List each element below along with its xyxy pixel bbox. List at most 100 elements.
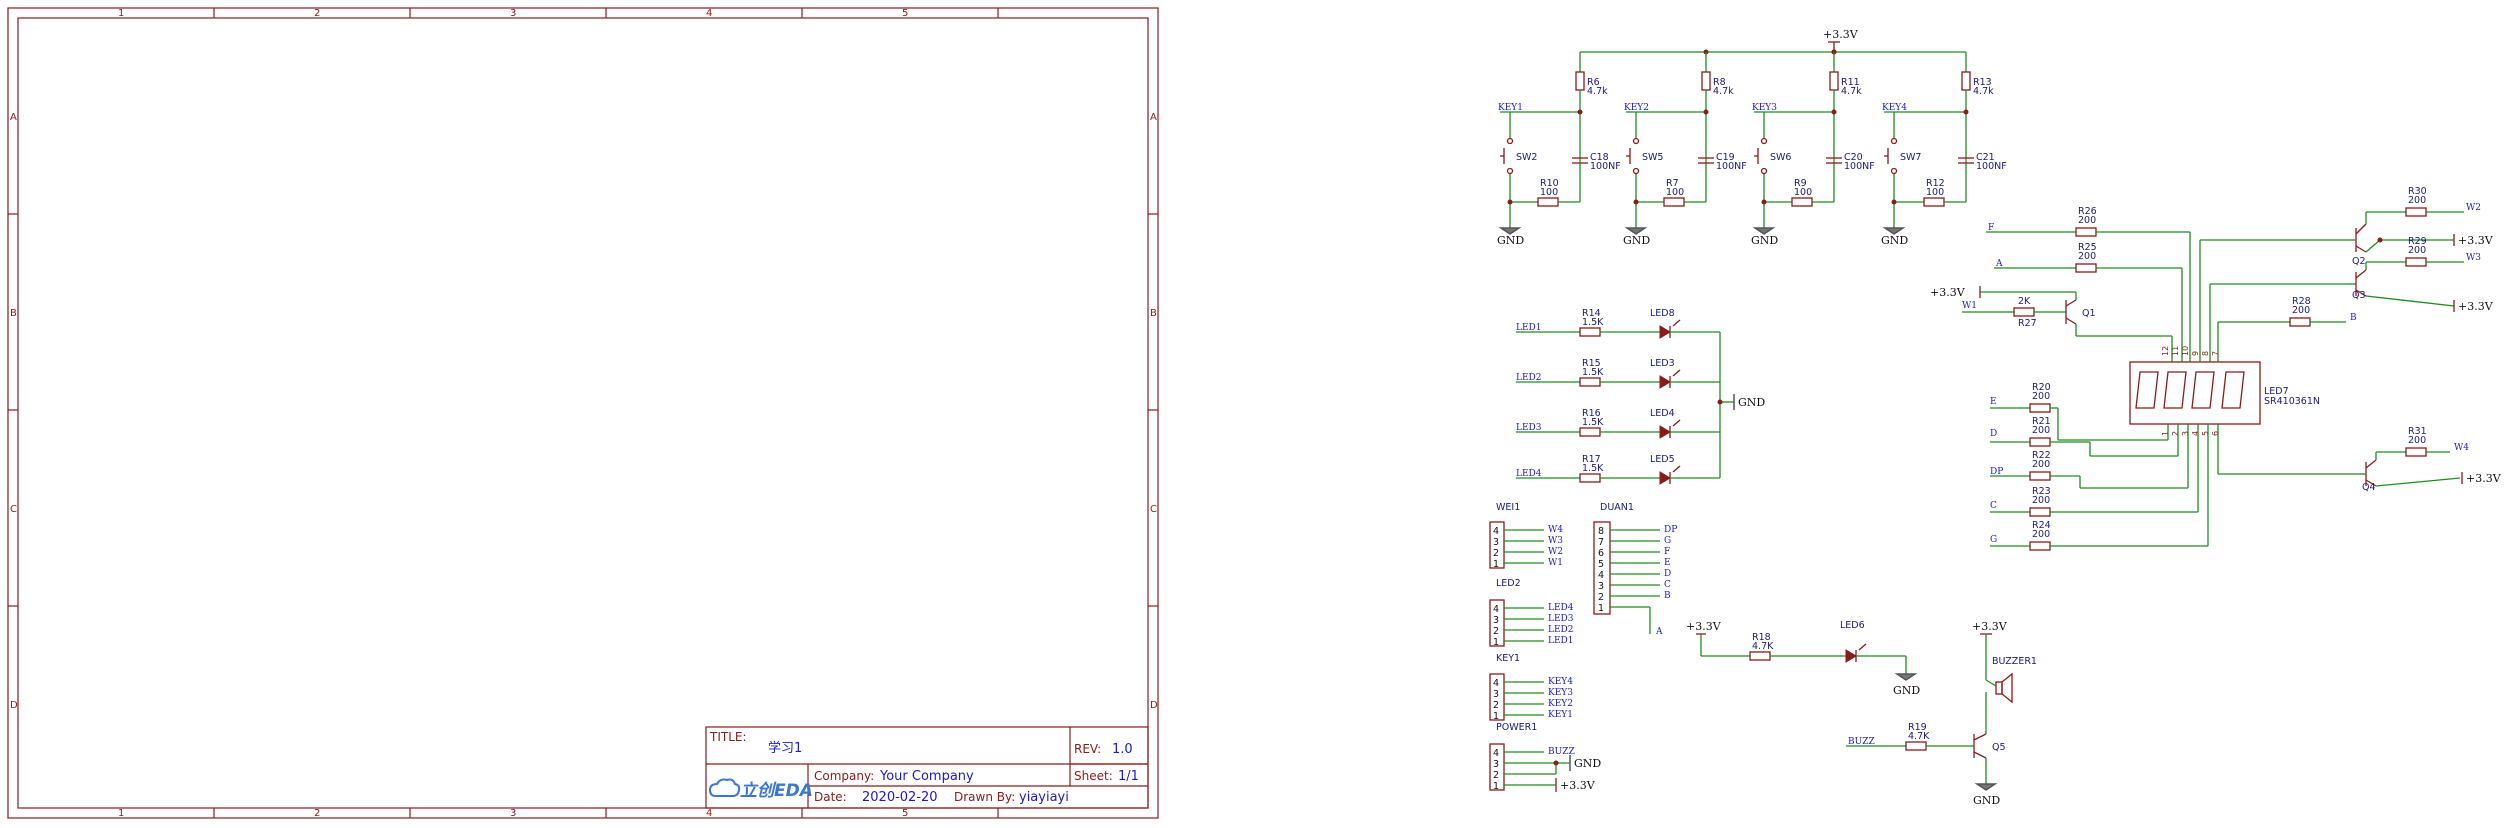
r17-value: 1.5K (1582, 463, 1604, 474)
connector-power1: POWER1 4 3 2 1 BUZZ GND +3.3V (1489, 722, 1601, 792)
eda-logo-text: 立创EDA (740, 781, 813, 801)
r20-value: 200 (2032, 391, 2050, 402)
key1-net-key4: KEY4 (1548, 677, 1573, 687)
led4-ref: LED4 (1650, 408, 1675, 419)
wei1-pin-4: 4 (1493, 526, 1499, 537)
led7-ref: LED7 (2264, 386, 2289, 397)
connector-duan1: DUAN1 8 7 6 5 4 3 2 1 DP G F E D C B A (1593, 502, 1677, 637)
power1-ref: POWER1 (1496, 722, 1537, 733)
sw7-ref: SW7 (1900, 152, 1921, 163)
power1-pin-2: 2 (1493, 770, 1499, 781)
r10-ref: R10 (1540, 178, 1559, 189)
duan1-pin-2: 2 (1598, 592, 1604, 603)
r30-value: 200 (2408, 195, 2426, 206)
sheet-value: 1/1 (1118, 769, 1139, 784)
r13-ref: R13 (1973, 77, 1992, 88)
key2-gnd-label: GND (1623, 234, 1650, 247)
title-label: TITLE: (709, 730, 747, 744)
q4-net-w4: W4 (2454, 443, 2469, 453)
wei1-pin-1: 1 (1493, 559, 1499, 570)
led2-pin-3: 3 (1493, 615, 1499, 626)
key-cell-3: R11 4.7k KEY3 SW6 C20 100NF R9 100 GND (1751, 52, 1875, 247)
key3-net-label: KEY3 (1752, 103, 1777, 113)
r29-value: 200 (2408, 245, 2426, 256)
r7-value: 100 (1666, 187, 1684, 198)
q2-vcc-label: +3.3V (2458, 234, 2494, 247)
seg-net-d: D (1990, 429, 1997, 439)
led5-ref: LED5 (1650, 454, 1675, 465)
seg-net-g: G (1990, 535, 1997, 545)
digit-driver-q3: Q3 R29 200 W3 +3.3V (2209, 236, 2494, 362)
r23-ref: R23 (2032, 486, 2051, 497)
r6-ref: R6 (1587, 77, 1600, 88)
digit-driver-q4: Q4 R31 200 W4 +3.3V (2217, 424, 2502, 493)
r25-ref: R25 (2078, 242, 2097, 253)
row-label-right-b: B (1150, 308, 1157, 319)
key1-net-key3: KEY3 (1548, 688, 1573, 698)
key-cell-1: R6 4.7k KEY1 SW2 C18 100NF R10 100 GND (1497, 52, 1621, 247)
drawn-by-label: Drawn By: (954, 790, 1015, 804)
r14-ref: R14 (1582, 308, 1601, 319)
r26-ref: R26 (2078, 206, 2097, 217)
sw6-ref: SW6 (1770, 152, 1791, 163)
wei1-net-w4: W4 (1548, 525, 1563, 535)
r28-net-b: B (2350, 313, 2357, 323)
r14-value: 1.5K (1582, 317, 1604, 328)
sw5-ref: SW5 (1642, 152, 1663, 163)
seg-bot-pin-1: 1 (2161, 431, 2170, 436)
wei1-pin-3: 3 (1493, 537, 1499, 548)
r6-value: 4.7k (1587, 86, 1608, 97)
r9-value: 100 (1794, 187, 1812, 198)
r13-value: 4.7k (1973, 86, 1994, 97)
key4-gnd-label: GND (1881, 234, 1908, 247)
buzzer-vcc-label: +3.3V (1972, 620, 2008, 633)
duan1-net-e: E (1664, 558, 1671, 568)
led2-pin-2: 2 (1493, 626, 1499, 637)
seg-resistors-top: F R26 200 A R25 200 (1986, 206, 2191, 362)
c21-value: 100NF (1976, 161, 2007, 172)
r18-value: 4.7K (1752, 641, 1774, 652)
q4-vcc-label: +3.3V (2466, 472, 2502, 485)
r15-ref: R15 (1582, 358, 1601, 369)
r10-value: 100 (1540, 187, 1558, 198)
led2-pin-1: 1 (1493, 637, 1499, 648)
title-block: TITLE: 学习1 REV: 1.0 Company: Your Compan… (705, 726, 1149, 809)
seg-net-dp: DP (1990, 467, 2003, 477)
seg-top-pin-8: 8 (2201, 351, 2210, 356)
r28-ref: R28 (2292, 296, 2311, 307)
led2-net-led1: LED1 (1548, 636, 1574, 646)
seg-bot-pin-4: 4 (2191, 431, 2200, 436)
power1-net-buzz: BUZZ (1548, 747, 1575, 757)
digit-driver-q1: +3.3V W1 2K R27 Q1 (1930, 286, 2173, 362)
wei1-ref: WEI1 (1496, 502, 1520, 513)
r31-value: 200 (2408, 435, 2426, 446)
digit-driver-q2: Q2 R30 200 W2 +3.3V (2199, 186, 2494, 362)
seg-bot-pin-6: 6 (2211, 431, 2220, 436)
key3-gnd-label: GND (1751, 234, 1778, 247)
duan1-net-d: D (1664, 569, 1671, 579)
row-label-left-b: B (10, 308, 17, 319)
seg-net-f: F (1988, 223, 1994, 233)
company-label: Company: (814, 769, 874, 783)
q1-ref: Q1 (2082, 308, 2096, 319)
q1-vcc-label: +3.3V (1930, 286, 1966, 299)
connector-wei1: WEI1 4 3 2 1 W4 W3 W2 W1 (1489, 502, 1563, 570)
sheet-title: 学习1 (768, 740, 802, 756)
duan1-ref: DUAN1 (1600, 502, 1634, 513)
seg-top-pin-10: 10 (2181, 346, 2190, 356)
duan1-pin-4: 4 (1598, 570, 1604, 581)
r27-ref: R27 (2018, 318, 2037, 329)
c20-value: 100NF (1844, 161, 1875, 172)
r30-ref: R30 (2408, 186, 2427, 197)
duan1-net-g: G (1664, 536, 1671, 546)
c19-ref: C19 (1716, 152, 1735, 163)
r8-value: 4.7k (1713, 86, 1734, 97)
r28-b-circuit: R28 200 B (2217, 296, 2357, 362)
led-section: GND LED1 R14 1.5K LED8 LED2 R15 1.5K L (1516, 308, 1765, 485)
seg-net-e: E (1990, 397, 1997, 407)
seg-top-pin-11: 11 (2171, 346, 2180, 356)
key-cell-4: R13 4.7k KEY4 SW7 C21 100NF R12 100 GND (1881, 52, 2007, 247)
company-value: Your Company (879, 769, 974, 784)
col-label-bottom-5: 5 (902, 808, 908, 819)
